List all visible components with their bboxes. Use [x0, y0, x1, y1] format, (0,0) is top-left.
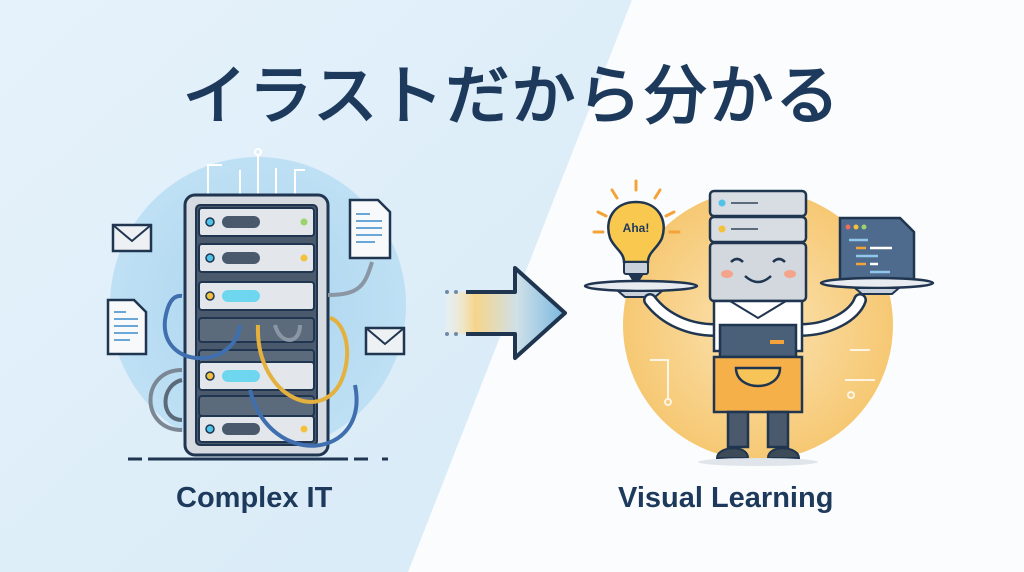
- caption-visual-learning: Visual Learning: [618, 482, 834, 514]
- caption-complex-it: Complex IT: [176, 482, 333, 514]
- server-waiter-icon: [643, 189, 867, 466]
- page-title: イラストだから分かる: [182, 60, 842, 134]
- envelope-icon: [364, 326, 406, 356]
- document-icon: [106, 298, 148, 356]
- circuit-lines: [650, 349, 875, 406]
- code-document-icon: [838, 216, 916, 282]
- cable-icon: [148, 261, 374, 448]
- lightbulb-icon: Aha!: [592, 179, 681, 280]
- complex-it-illustration: [106, 148, 406, 461]
- right-arrow-icon: [445, 266, 567, 360]
- tray-icon: [819, 276, 935, 295]
- tray-icon: [583, 279, 699, 298]
- envelope-icon: [111, 223, 153, 253]
- document-icon: [348, 198, 392, 260]
- visual-learning-illustration: Aha!: [583, 179, 935, 466]
- bulb-text: Aha!: [623, 221, 650, 235]
- circuit-lines: [207, 148, 305, 195]
